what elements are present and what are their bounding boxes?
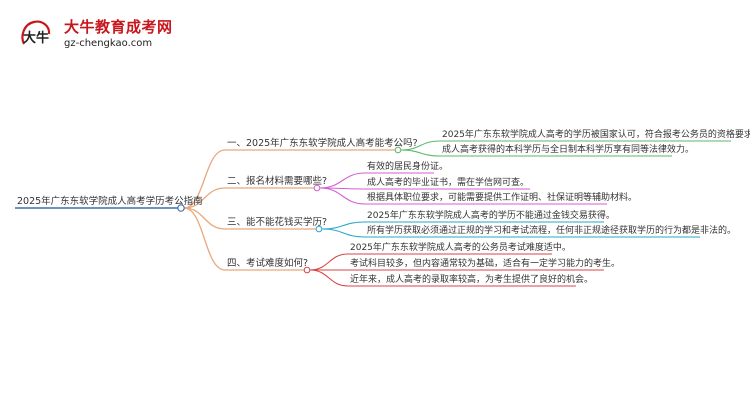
- branch-node-2: 二、报名材料需要哪些?: [225, 175, 327, 192]
- leaf-node-3-2: 所有学历获取必须通过正规的学习和考试流程，任何非正规途径获取学历的行为都是非法的…: [365, 224, 736, 238]
- leaf-node-2-1: 有效的居民身份证。: [365, 160, 448, 174]
- leaf-label-4-2: 考试科目较多，但内容通常较为基础，适合有一定学习能力的考生。: [350, 257, 620, 269]
- leaf-label-1-2: 成人高考获得的本科学历与全日制本科学历享有同等法律效力。: [442, 143, 694, 155]
- leaf-node-4-2: 考试科目较多，但内容通常较为基础，适合有一定学习能力的考生。: [348, 257, 620, 271]
- leaf-label-3-1: 2025年广东东软学院成人高考的学历不能通过金钱交易获得。: [367, 209, 615, 221]
- root-collapse-circle[interactable]: [177, 204, 185, 212]
- connector-branch-4-leaf-3: [309, 269, 349, 287]
- logo-url: gz-chengkao.com: [64, 38, 153, 49]
- connector-branch-1-leaf-2: [400, 149, 441, 157]
- leaf-node-4-1: 2025年广东东软学院成人高考的公务员考试难度适中。: [348, 241, 571, 255]
- connector-root-branch-4: [183, 207, 226, 271]
- leaf-node-2-2: 成人高考的毕业证书，需在学信网可查。: [365, 176, 530, 190]
- leaf-label-4-3: 近年来，成人高考的录取率较高，为考生提供了良好的机会。: [350, 273, 593, 285]
- branch-node-3: 三、能不能花钱买学历?: [225, 216, 327, 233]
- branch-collapse-circle-3[interactable]: [315, 225, 323, 233]
- connector-root-branch-3: [183, 207, 226, 230]
- leaf-label-2-2: 成人高考的毕业证书，需在学信网可查。: [367, 176, 529, 188]
- leaf-label-3-2: 所有学历获取必须通过正规的学习和考试流程，任何非正规途径获取学历的行为都是非法的…: [367, 224, 736, 236]
- leaf-node-4-3: 近年来，成人高考的录取率较高，为考生提供了良好的机会。: [348, 273, 593, 287]
- branch-label-1: 一、2025年广东东软学院成人高考能考公吗?: [227, 137, 418, 149]
- root-label: 2025年广东东软学院成人高考学历考公指南: [17, 195, 203, 207]
- branch-label-3: 三、能不能花钱买学历?: [227, 216, 327, 228]
- branch-node-4: 四、考试难度如何?: [225, 257, 311, 274]
- branch-collapse-circle-2[interactable]: [313, 184, 321, 192]
- connector-branch-4-leaf-1: [309, 253, 349, 271]
- branch-node-1: 一、2025年广东东软学院成人高考能考公吗?: [225, 137, 418, 154]
- connector-root-branch-2: [183, 187, 226, 209]
- leaf-label-4-1: 2025年广东东软学院成人高考的公务员考试难度适中。: [350, 241, 571, 253]
- site-logo: 大牛 大牛教育成考网 gz-chengkao.com: [16, 14, 186, 54]
- connector-branch-3-leaf-1: [321, 221, 366, 230]
- branch-label-2: 二、报名材料需要哪些?: [227, 175, 327, 187]
- connector-root-branch-1: [183, 149, 226, 209]
- leaf-label-2-1: 有效的居民身份证。: [367, 160, 448, 172]
- leaf-node-1-1: 2025年广东东软学院成人高考的学历被国家认可，符合报考公务员的资格要求。: [440, 128, 750, 142]
- leaf-label-1-1: 2025年广东东软学院成人高考的学历被国家认可，符合报考公务员的资格要求。: [442, 128, 750, 140]
- logo-mark-text: 大牛: [23, 30, 49, 46]
- connector-branch-2-leaf-3: [319, 187, 366, 205]
- logo-title: 大牛教育成考网: [64, 18, 173, 36]
- connector-branch-3-leaf-2: [321, 228, 366, 238]
- branch-collapse-circle-4[interactable]: [303, 266, 311, 274]
- branch-collapse-circle-1[interactable]: [394, 146, 402, 154]
- logo-mark-icon: 大牛: [21, 20, 51, 46]
- leaf-node-2-3: 根据具体职位要求，可能需要提供工作证明、社保证明等辅助材料。: [365, 191, 637, 205]
- leaf-node-3-1: 2025年广东东软学院成人高考的学历不能通过金钱交易获得。: [365, 209, 615, 223]
- leaf-label-2-3: 根据具体职位要求，可能需要提供工作证明、社保证明等辅助材料。: [367, 191, 637, 203]
- root-node: 2025年广东东软学院成人高考学历考公指南: [15, 195, 203, 212]
- leaf-node-1-2: 成人高考获得的本科学历与全日制本科学历享有同等法律效力。: [440, 143, 694, 157]
- mind-map-connectors: [183, 140, 441, 287]
- branch-label-4: 四、考试难度如何?: [227, 257, 308, 269]
